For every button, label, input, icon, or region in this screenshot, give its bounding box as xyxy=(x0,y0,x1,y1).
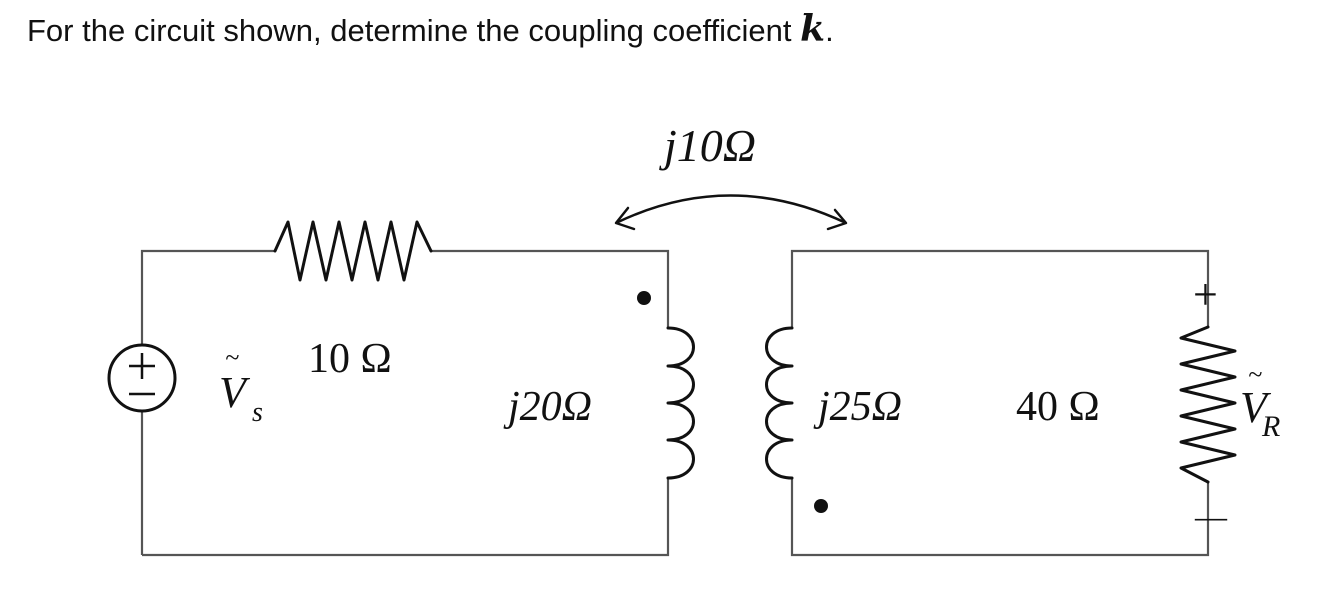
question-text: For the circuit shown, determine the cou… xyxy=(27,8,834,50)
output-label-v: V xyxy=(1240,383,1272,432)
source-label-subscript: s xyxy=(252,397,263,428)
mutual-impedance-label: j10Ω xyxy=(659,120,756,171)
series-resistor xyxy=(273,220,433,282)
secondary-loop-wires xyxy=(790,249,1210,557)
question-period: . xyxy=(825,13,834,48)
output-label-subscript: R xyxy=(1261,410,1280,443)
primary-inductor-label: j20Ω xyxy=(503,384,592,430)
load-resistor-label: 40 Ω xyxy=(1016,384,1100,430)
load-resistor xyxy=(1179,325,1237,484)
question-stem: For the circuit shown, determine the cou… xyxy=(27,13,792,48)
coupling-variable: k xyxy=(800,8,826,50)
source-label-v: V xyxy=(219,368,251,417)
source-tilde: ~ xyxy=(225,343,239,372)
series-resistor-label: 10 Ω xyxy=(308,336,392,382)
primary-loop-wires xyxy=(140,249,670,557)
output-voltage-label: ~ V R xyxy=(1240,360,1280,443)
source-voltage-label: ~ V s xyxy=(219,343,263,428)
output-plus-sign: + xyxy=(1193,270,1218,319)
secondary-inductor-label: j25Ω xyxy=(813,384,902,430)
mutual-coupling-arrow xyxy=(614,194,848,231)
output-tilde: ~ xyxy=(1248,360,1262,389)
output-minus-sign: — xyxy=(1194,498,1228,534)
primary-inductor xyxy=(666,326,695,480)
secondary-polarity-dot xyxy=(814,499,828,513)
secondary-inductor xyxy=(765,326,794,480)
primary-polarity-dot xyxy=(637,291,651,305)
voltage-source xyxy=(107,343,177,413)
